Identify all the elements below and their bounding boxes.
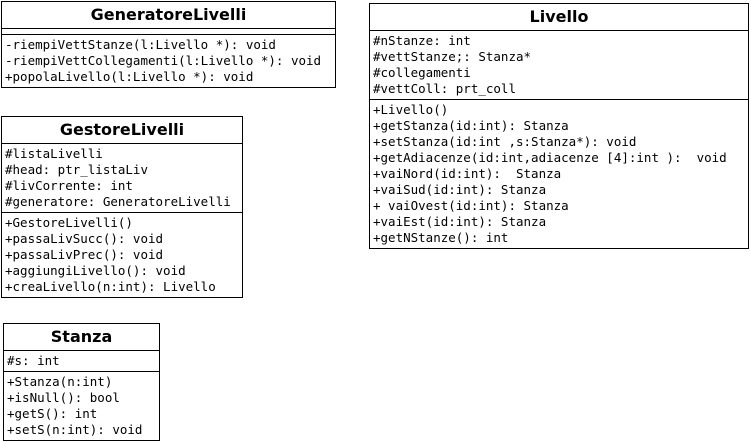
operation: +getAdiacenze(id:int,adiacenze [4]:int )… [373,150,727,165]
operation: +vaiSud(id:int): Stanza [373,182,547,197]
operations-section: -riempiVettStanze(l:Livello *): void -ri… [2,35,335,87]
attribute: #livCorrente: int [5,178,133,193]
attribute: #head: ptr_listaLiv [5,162,148,177]
operation: +GestoreLivelli() [5,215,133,230]
class-stanza: Stanza #s: int +Stanza(n:int) +isNull():… [3,323,160,441]
operation: -riempiVettCollegamenti(l:Livello *): vo… [5,53,322,68]
operation: +setStanza(id:int ,s:Stanza*): void [373,134,637,149]
attribute: #collegamenti [373,65,471,80]
operation: +aggiungiLivello(): void [5,263,186,278]
attribute: #listaLivelli [5,146,103,161]
operation: + vaiOvest(id:int): Stanza [373,198,569,213]
class-name: Livello [370,4,748,31]
attributes-section [2,29,335,35]
operation: +passaLivPrec(): void [5,247,164,262]
attribute: #nStanze: int [373,33,471,48]
operation: +Livello() [373,102,449,117]
operation: +vaiNord(id:int): Stanza [373,166,562,181]
class-generatore-livelli: GeneratoreLivelli -riempiVettStanze(l:Li… [1,1,336,88]
class-name: GestoreLivelli [2,117,242,144]
operation: +vaiEst(id:int): Stanza [373,214,547,229]
class-livello: Livello #nStanze: int #vettStanze;: Stan… [369,3,749,249]
operation: +creaLivello(n:int): Livello [5,279,216,294]
operations-section: +Livello() +getStanza(id:int): Stanza +s… [370,100,748,248]
operation: +isNull(): bool [7,390,120,405]
operation: +getS(): int [7,406,98,421]
attribute: #vettColl: prt_coll [373,81,516,96]
operation: +Stanza(n:int) [7,374,113,389]
attribute: #vettStanze;: Stanza* [373,49,532,64]
attribute: #s: int [7,353,60,368]
class-name: GeneratoreLivelli [2,2,335,29]
attributes-section: #nStanze: int #vettStanze;: Stanza* #col… [370,31,748,100]
operation: +popolaLivello(l:Livello *): void [5,69,254,84]
operation: +getNStanze(): int [373,230,509,245]
operation: +setS(n:int): void [7,422,143,437]
attributes-section: #s: int [4,351,159,372]
attributes-section: #listaLivelli #head: ptr_listaLiv #livCo… [2,144,242,213]
operations-section: +GestoreLivelli() +passaLivSucc(): void … [2,213,242,297]
operation: -riempiVettStanze(l:Livello *): void [5,37,276,52]
class-name: Stanza [4,324,159,351]
class-gestore-livelli: GestoreLivelli #listaLivelli #head: ptr_… [1,116,243,298]
operation: +getStanza(id:int): Stanza [373,118,569,133]
attribute: #generatore: GeneratoreLivelli [5,194,231,209]
operations-section: +Stanza(n:int) +isNull(): bool +getS(): … [4,372,159,440]
operation: +passaLivSucc(): void [5,231,164,246]
